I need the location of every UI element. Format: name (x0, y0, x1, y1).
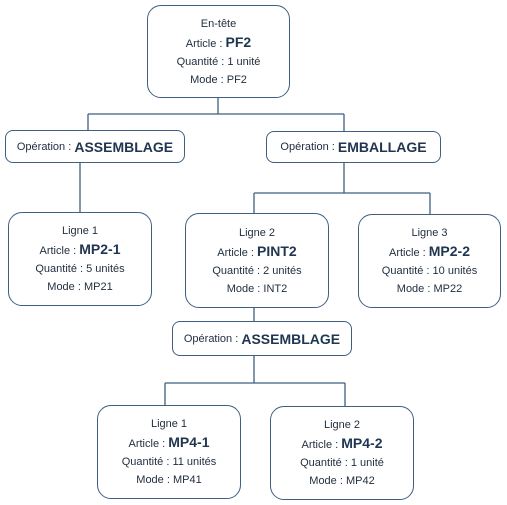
ligne-node-2: Ligne 2 Article : PINT2 Quantité : 2 uni… (185, 213, 329, 308)
ligne-node-5: Ligne 2 Article : MP4-2 Quantité : 1 uni… (270, 406, 414, 500)
ligne-title: Ligne 2 (238, 226, 276, 239)
ligne-quantite: Quantité : 2 unités (212, 264, 302, 277)
ligne-node-1: Ligne 1 Article : MP2-1 Quantité : 5 uni… (8, 212, 152, 306)
root-node: En-tête Article : PF2 Quantité : 1 unité… (147, 5, 290, 98)
operation-assemblage-1: Opération : ASSEMBLAGE (5, 130, 185, 163)
ligne-quantite: Quantité : 11 unités (121, 456, 217, 468)
ligne-mode: Mode : MP21 (47, 281, 113, 293)
ligne-title: Ligne 3 (411, 227, 448, 239)
ligne-quantite: Quantité : 10 unités (381, 265, 478, 277)
ligne-mode: Mode : MP41 (136, 474, 202, 486)
ligne-article: Article : MP4-2 (301, 435, 383, 451)
ligne-quantite: Quantité : 1 unité (300, 457, 384, 469)
ligne-node-4: Ligne 1 Article : MP4-1 Quantité : 11 un… (97, 405, 241, 499)
ligne-quantite: Quantité : 5 unités (35, 263, 125, 275)
ligne-article: Article : MP4-1 (128, 434, 210, 450)
ligne-mode: Mode : INT2 (226, 282, 288, 295)
connector-op2-lignes (253, 163, 431, 214)
ligne-title: Ligne 2 (323, 419, 361, 431)
ligne-title: Ligne 1 (150, 418, 188, 430)
root-quantite: Quantité : 1 unité (176, 55, 261, 68)
connector-op3-lignes (164, 356, 346, 406)
ligne-article: Article : MP2-1 (39, 241, 121, 257)
operation-assemblage-2: Opération : ASSEMBLAGE (172, 321, 352, 356)
root-title: En-tête (200, 17, 237, 30)
ligne-article: Article : PINT2 (217, 242, 297, 259)
ligne-mode: Mode : MP42 (309, 475, 375, 487)
operation-emballage: Opération : EMBALLAGE (266, 131, 441, 163)
root-article: Article : PF2 (185, 33, 252, 50)
connector-root-ops (87, 98, 345, 131)
ligne-article: Article : MP2-2 (389, 243, 470, 259)
ligne-title: Ligne 1 (61, 225, 99, 237)
ligne-node-3: Ligne 3 Article : MP2-2 Quantité : 10 un… (358, 214, 501, 308)
root-mode: Mode : PF2 (190, 73, 247, 86)
ligne-mode: Mode : MP22 (396, 283, 463, 295)
